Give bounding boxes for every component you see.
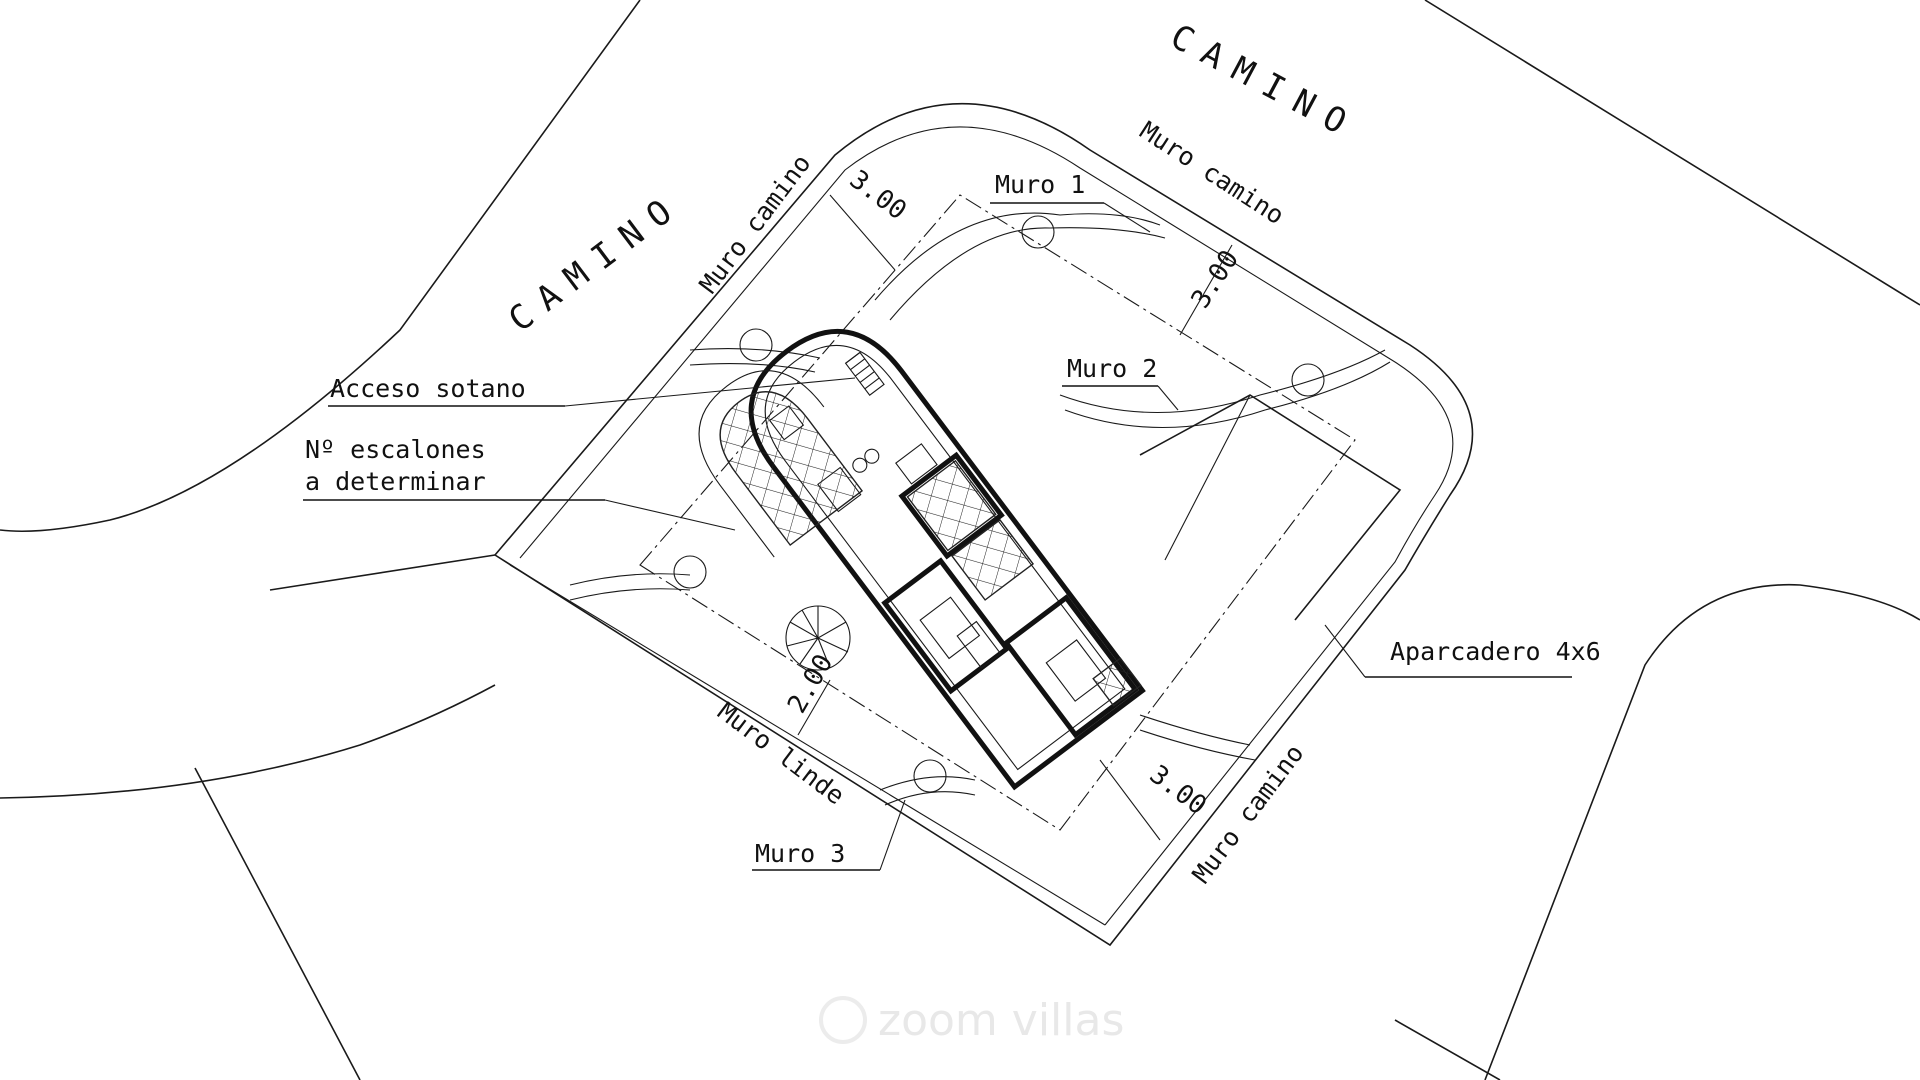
plot-wall-outer [493,102,1474,947]
callout-escalones-line1: Nº escalones [305,435,486,464]
bedroom-2 [1002,594,1139,739]
label-muro-camino-ne: Muro camino [1135,116,1290,231]
terrace [698,370,864,558]
dim-ne: 3.00 [1186,245,1245,314]
parking-area [1139,394,1402,621]
callout-acceso-sotano: Acceso sotano [330,374,526,403]
parking-outline [1139,394,1402,621]
plot-outline [493,102,1474,947]
bathroom-2-tiles [951,518,1035,601]
watermark-logo: zoom villas [819,995,1124,1046]
bathroom-1-tiles [906,459,997,552]
callout-escalones-line2: a determinar [305,467,486,496]
road-edge-bottom-right [1484,583,1920,1080]
neighbour-boundary-2 [269,554,496,591]
setback-lines [639,194,1356,831]
label-muro-camino-nw: Muro camino [694,149,817,299]
road-label-right: CAMINO [1164,17,1365,149]
plot-wall-inner-sw [509,564,1106,926]
road-label-left-group: CAMINO [501,184,690,340]
road-edge-left-upper [0,0,641,533]
dim-se: 3.00 [1144,760,1212,822]
plot-wall-inner [519,126,1454,926]
label-muro-camino-se: Muro camino [1187,739,1310,889]
road-edge-bottom-corner [1394,1019,1501,1080]
bathroom-1 [898,451,1005,560]
label-muro-2: Muro 2 [1067,354,1157,383]
small-stair-ne [1092,657,1142,707]
watermark-text: zoom villas [878,995,1124,1046]
label-muro-3: Muro 3 [755,839,845,868]
road-edge-left-lower [0,684,496,799]
callout-aparcadero: Aparcadero 4x6 [1390,637,1601,666]
spiral-stair [785,605,851,671]
label-muro-linde: Muro linde [712,697,850,811]
bedroom-1 [881,557,1011,695]
label-muro-1: Muro 1 [995,170,1085,199]
road-edge-top-right [1424,0,1920,306]
road-label-right-group: CAMINO [1164,17,1365,149]
road-label-left: CAMINO [501,184,690,340]
neighbour-boundary [194,767,361,1080]
terrace-tiles [719,391,864,546]
dim-nw: 3.00 [844,165,912,227]
